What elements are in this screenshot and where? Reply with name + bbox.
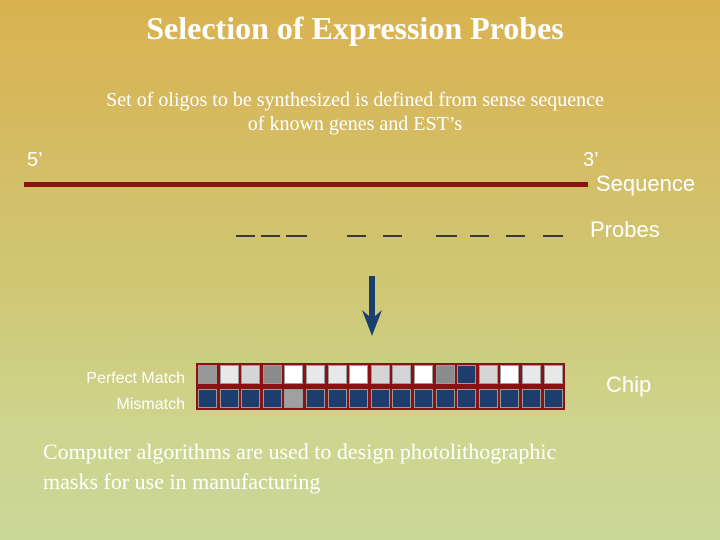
footer-line-1: Computer algorithms are used to design p… bbox=[43, 439, 557, 464]
mismatch-cell bbox=[543, 389, 563, 408]
perfect-match-cell bbox=[349, 365, 369, 384]
subtitle-line-1: Set of oligos to be synthesized is defin… bbox=[106, 89, 604, 111]
mismatch-cell bbox=[500, 389, 520, 408]
mismatch-cell bbox=[262, 389, 282, 408]
mismatch-cell bbox=[521, 389, 541, 408]
probe-dash bbox=[543, 235, 563, 237]
probe-dash bbox=[470, 235, 489, 237]
slide-title: Selection of Expression Probes bbox=[146, 10, 564, 46]
perfect-match-cell bbox=[478, 365, 498, 384]
perfect-match-cell bbox=[305, 365, 325, 384]
perfect-match-cell bbox=[500, 365, 520, 384]
perfect-match-cell bbox=[327, 365, 347, 384]
mismatch-cell bbox=[305, 389, 325, 408]
subtitle-line-2: of known genes and EST’s bbox=[247, 113, 463, 135]
mismatch-cell bbox=[392, 389, 412, 408]
chip-label: Chip bbox=[606, 372, 652, 397]
mismatch-cell bbox=[198, 389, 217, 408]
perfect-match-cell bbox=[219, 365, 239, 384]
mismatch-cell bbox=[284, 389, 304, 408]
perfect-match-cell bbox=[413, 365, 433, 384]
down-arrow-icon bbox=[362, 276, 382, 336]
perfect-match-cell bbox=[435, 365, 455, 384]
mismatch-cell bbox=[219, 389, 239, 408]
mismatch-cell bbox=[435, 389, 455, 408]
mismatch-label: Mismatch bbox=[116, 396, 185, 413]
perfect-match-cell bbox=[198, 365, 217, 384]
footer-line-2: masks for use in manufacturing bbox=[43, 469, 321, 494]
footer-note: Computer algorithms are used to design p… bbox=[43, 437, 683, 497]
perfect-match-cell bbox=[457, 365, 477, 384]
probe-dash bbox=[436, 235, 457, 237]
probe-dash bbox=[347, 235, 366, 237]
mismatch-cell bbox=[349, 389, 369, 408]
chip-grid bbox=[196, 363, 565, 410]
probe-dash bbox=[286, 235, 307, 237]
probe-dash bbox=[261, 235, 280, 237]
mismatch-cell bbox=[241, 389, 261, 408]
probe-dash bbox=[236, 235, 255, 237]
perfect-match-cell bbox=[370, 365, 390, 384]
perfect-match-cell bbox=[543, 365, 563, 384]
probe-dash bbox=[383, 235, 402, 237]
five-prime-label: 5’ bbox=[27, 149, 43, 171]
probes-label: Probes bbox=[590, 217, 660, 242]
perfect-match-cell bbox=[262, 365, 282, 384]
sequence-label: Sequence bbox=[596, 171, 696, 196]
perfect-match-cell bbox=[241, 365, 261, 384]
sequence-line bbox=[24, 182, 588, 187]
mismatch-cell bbox=[327, 389, 347, 408]
mismatch-cell bbox=[457, 389, 477, 408]
perfect-match-cell bbox=[521, 365, 541, 384]
slide-subtitle: Set of oligos to be synthesized is defin… bbox=[0, 88, 710, 136]
perfect-match-cell bbox=[284, 365, 304, 384]
perfect-match-cell bbox=[392, 365, 412, 384]
mismatch-cell bbox=[413, 389, 433, 408]
probe-dash bbox=[506, 235, 525, 237]
three-prime-label: 3’ bbox=[583, 149, 599, 171]
perfect-match-label: Perfect Match bbox=[86, 370, 185, 387]
mismatch-cell bbox=[370, 389, 390, 408]
mismatch-cell bbox=[478, 389, 498, 408]
